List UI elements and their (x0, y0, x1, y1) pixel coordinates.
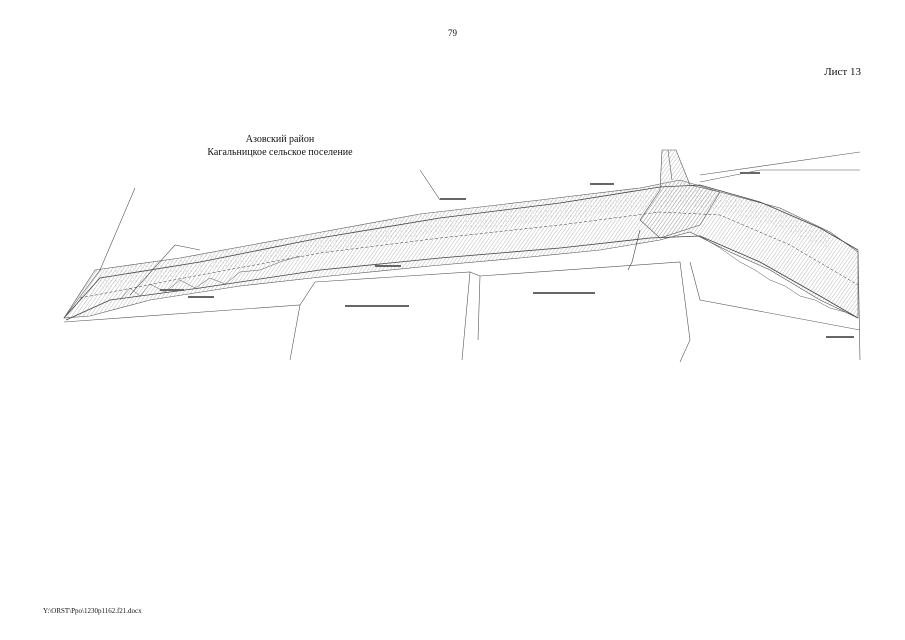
cadastral-fringe-east (699, 235, 859, 319)
page-number: 79 (448, 28, 457, 38)
side-road (627, 229, 641, 271)
footer-file-path: Y:\ORST\Ppo\1230p1162.f21.docx (43, 607, 142, 615)
map-title-settlement: Кагальницкое сельское поселение (207, 147, 353, 158)
sheet-label: Лист 13 (824, 66, 861, 78)
road-edge-north (63, 184, 859, 319)
map-title-district: Азовский район (245, 134, 315, 145)
road-centerline (79, 211, 859, 299)
map-title: Азовский район Кагальницкое сельское пос… (190, 133, 370, 159)
cadastral-fringe (119, 255, 301, 301)
road-edge-south (65, 235, 859, 321)
cadastral-number-markers (160, 172, 854, 338)
parcel-boundaries (63, 149, 861, 363)
road-junction (639, 149, 721, 239)
vegetation-band (95, 180, 830, 290)
